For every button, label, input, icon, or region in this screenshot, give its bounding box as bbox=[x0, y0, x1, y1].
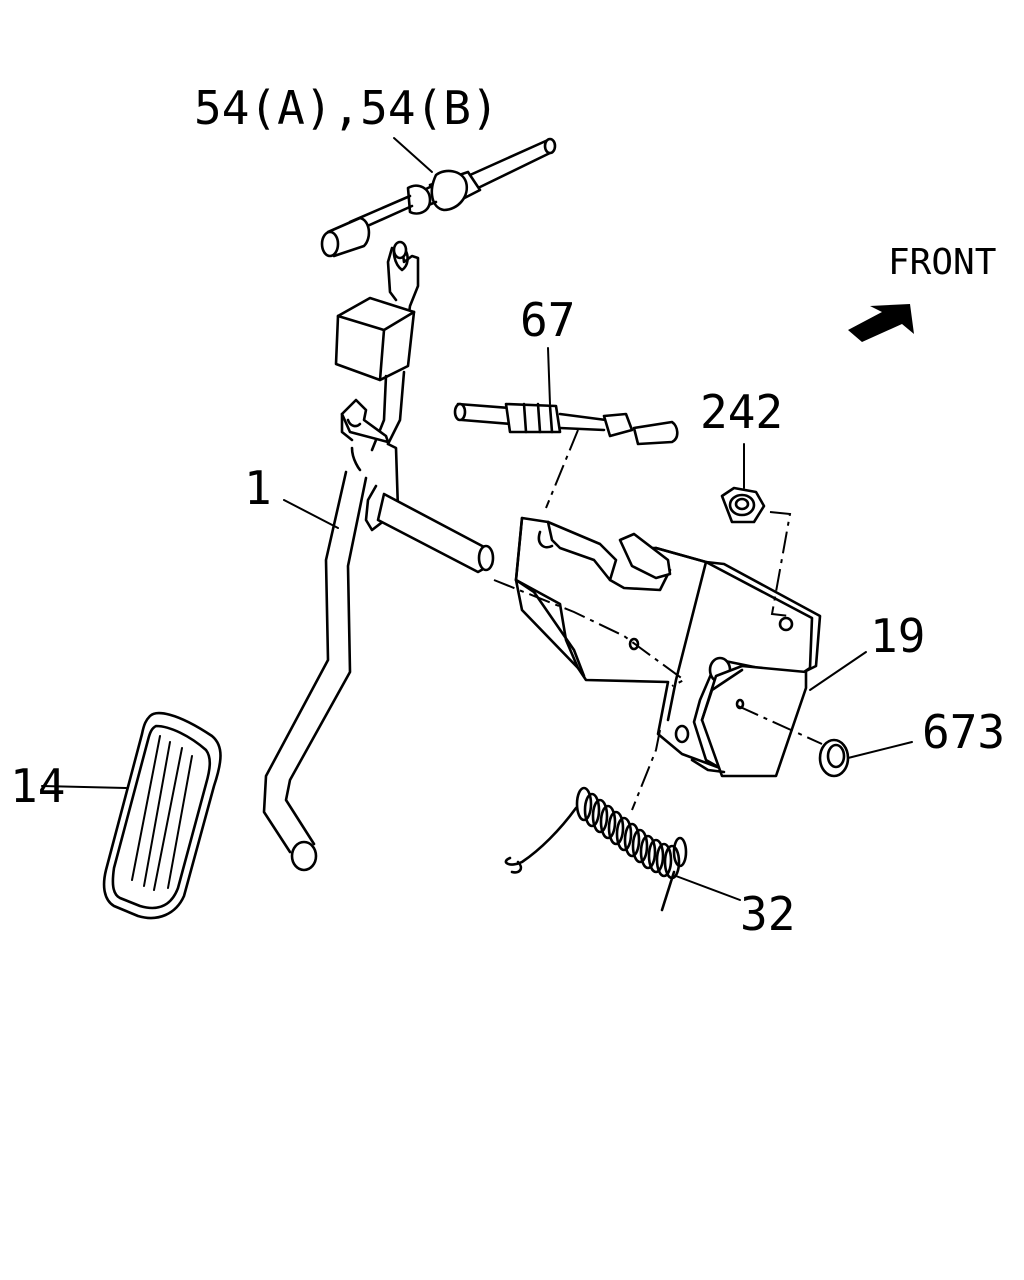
accelerator-cable bbox=[320, 137, 557, 258]
callout-pedal-pad: 14 bbox=[10, 759, 65, 813]
mounting-bracket bbox=[514, 516, 822, 778]
callout-cable: 54(A),54(B) bbox=[194, 81, 499, 135]
callout-pin: 67 bbox=[520, 293, 575, 347]
leader-lines bbox=[41, 137, 913, 901]
washer bbox=[818, 738, 850, 778]
front-label: FRONT bbox=[888, 242, 996, 283]
assembly-lines bbox=[493, 429, 823, 811]
callout-spring: 32 bbox=[740, 887, 795, 941]
callout-nut: 242 bbox=[700, 385, 783, 439]
nut bbox=[720, 486, 766, 524]
callout-bracket: 19 bbox=[870, 609, 925, 663]
pedal-arm bbox=[262, 240, 495, 872]
pedal-pad bbox=[102, 711, 222, 920]
return-spring bbox=[504, 786, 688, 912]
front-arrow-icon bbox=[848, 304, 914, 342]
pin bbox=[453, 402, 679, 446]
callout-washer: 673 bbox=[922, 705, 1005, 759]
callout-pedal-arm: 1 bbox=[244, 461, 272, 515]
